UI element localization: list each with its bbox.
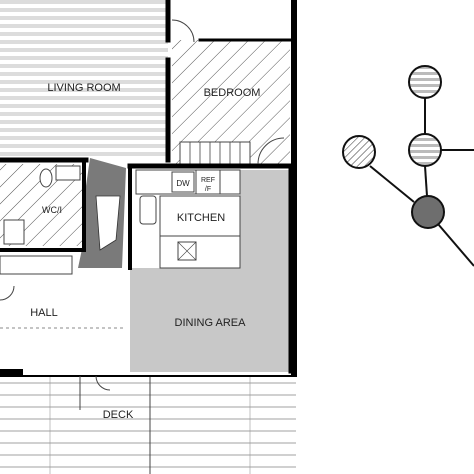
walls	[0, 0, 297, 377]
edge-middle-bottom	[424, 165, 428, 197]
edge-left-bottom	[369, 165, 415, 203]
hall-label: HALL	[30, 307, 58, 319]
wc-cabinet	[3, 219, 25, 245]
bedroom-label: BEDROOM	[204, 87, 261, 99]
closet-door-arc	[257, 137, 285, 165]
dining-area-label: DINING AREA	[175, 317, 247, 329]
adjacency-graph	[342, 65, 474, 267]
refrigerator	[195, 169, 221, 195]
node-top	[408, 65, 442, 99]
deck-label: DECK	[103, 409, 134, 421]
living-room-label: LIVING ROOM	[47, 82, 120, 94]
hall-door-arc	[0, 285, 15, 301]
deck-door-arc	[95, 375, 111, 391]
kitchen-island	[159, 195, 241, 237]
kitchen-counter-bottom	[159, 235, 241, 269]
wc-vanity	[55, 165, 81, 181]
wc-label: WC/I	[42, 205, 62, 215]
deck-area	[0, 376, 296, 474]
entry-wedge	[95, 195, 121, 251]
living-room-area	[0, 0, 168, 158]
refrigerator-label-line2: /F	[205, 186, 211, 193]
dishwasher	[171, 171, 195, 193]
node-bottom	[411, 195, 445, 229]
edge-bottom-right	[437, 223, 474, 267]
node-left	[342, 135, 376, 169]
node-middle	[408, 133, 442, 167]
bedroom-wardrobe	[179, 141, 251, 165]
hall-closet	[0, 255, 73, 275]
dishwasher-label: DW	[176, 179, 190, 188]
bedroom-door-arc	[171, 19, 195, 43]
toilet-icon	[39, 168, 53, 188]
refrigerator-label-line1: REF	[201, 177, 215, 184]
kitchen-label: KITCHEN	[177, 212, 225, 224]
dining-area-upper	[240, 170, 290, 268]
sink-icon	[139, 195, 157, 225]
hall-area	[0, 274, 126, 328]
